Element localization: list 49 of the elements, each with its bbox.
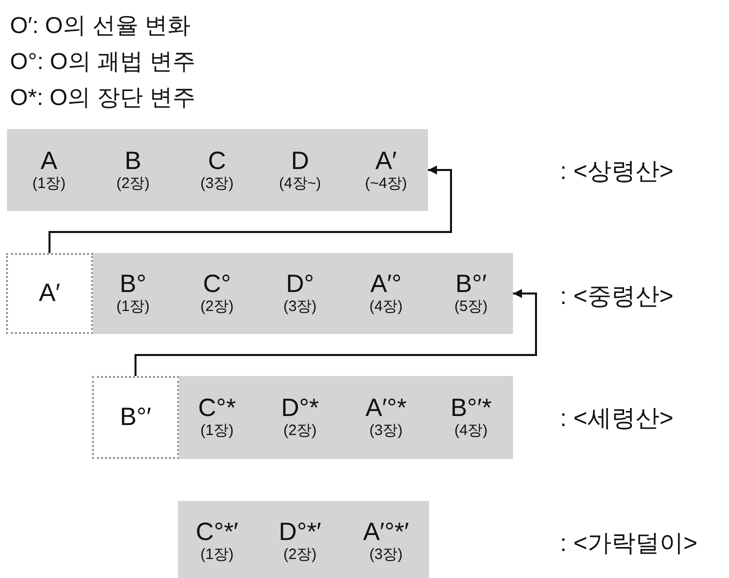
section-symbol: C°*′ (196, 518, 238, 546)
chapter-number: (1장) (200, 546, 234, 564)
legend-note: O′: O의 선율 변화 (10, 11, 191, 40)
arrow (48, 166, 452, 253)
section-symbol: A′° (370, 271, 402, 298)
section-symbol: A′ (375, 148, 397, 174)
section-symbol: D (290, 148, 310, 174)
section-symbol: D° (286, 271, 314, 298)
chapter-number: (2장) (283, 422, 317, 440)
chapter-number: (2장) (200, 298, 234, 316)
row-label: : <상령산> (560, 157, 674, 187)
section-symbol: B°′ (455, 271, 487, 298)
chapter-number: (1장) (200, 422, 234, 440)
chapter-number: (4장) (369, 298, 403, 316)
section-symbol: B° (120, 271, 146, 298)
row-label: : <세령산> (560, 404, 674, 434)
row-label: : <가락덜이> (560, 529, 698, 559)
chapter-number: (1장) (116, 298, 150, 316)
chapter-number: (4장~) (278, 174, 322, 192)
section-symbol: A′°*′ (363, 518, 409, 546)
section-symbol: B (124, 148, 142, 174)
chapter-number: (1장) (32, 174, 66, 192)
section-band (7, 129, 428, 211)
section-symbol: C (208, 148, 226, 174)
chapter-number: (3장) (369, 546, 403, 564)
section-symbol: D°*′ (278, 518, 322, 546)
section-band (93, 253, 513, 334)
section-symbol: D°* (281, 395, 319, 422)
chapter-number: (2장) (116, 174, 150, 192)
arrow (134, 289, 537, 376)
row-label: : <중령산> (560, 282, 674, 312)
legend-note: O*: O의 장단 변주 (10, 83, 196, 112)
section-symbol: C°* (198, 395, 236, 422)
chapter-number: (2장) (283, 546, 317, 564)
section-band (179, 376, 513, 459)
section-symbol: B°′* (450, 395, 492, 422)
section-symbol: A (40, 148, 58, 174)
section-symbol: A′°* (365, 395, 407, 422)
dotted-box: B°′ (92, 376, 179, 459)
chapter-number: (5장) (454, 298, 488, 316)
chapter-number: (~4장) (364, 174, 408, 192)
chapter-number: (3장) (200, 174, 234, 192)
dotted-box: A′ (6, 253, 93, 334)
chapter-number: (3장) (283, 298, 317, 316)
section-band (178, 501, 429, 578)
section-symbol: C° (202, 271, 232, 298)
legend-note: O°: O의 괘법 변주 (10, 47, 196, 76)
chapter-number: (3장) (369, 422, 403, 440)
chapter-number: (4장) (454, 422, 488, 440)
